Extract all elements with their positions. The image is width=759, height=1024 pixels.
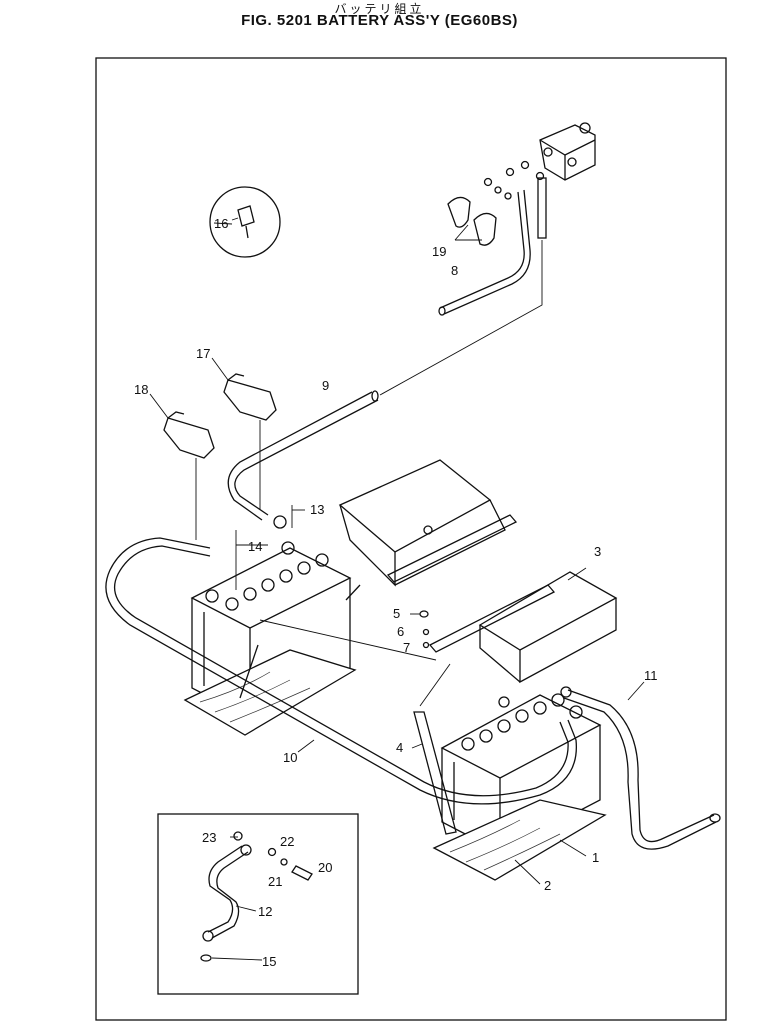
switch-terminal-hardware: [483, 160, 545, 200]
callout-7: 7: [403, 640, 410, 655]
battery-tray-right: [432, 799, 607, 881]
callout-2: 2: [544, 878, 551, 893]
japanese-title: バッテリ組立: [334, 2, 425, 16]
cable-10: [105, 537, 577, 805]
battery-switch: [539, 122, 596, 181]
figure-frame: [95, 57, 727, 1021]
callout-8: 8: [451, 263, 458, 278]
leader-dash: [259, 619, 437, 661]
callout-10: 10: [283, 750, 297, 765]
terminal-boot-19a: [447, 196, 471, 228]
callout-6: 6: [397, 624, 404, 639]
terminal-cover-17: [211, 357, 277, 421]
callout-4: 4: [396, 740, 403, 755]
cable-9: [227, 177, 547, 529]
callout-11: 11: [644, 668, 658, 683]
inset-16: [209, 186, 281, 258]
hold-down-rod-4: [239, 584, 457, 835]
bracket-hardware: [410, 610, 430, 649]
callout-15: 15: [262, 954, 276, 969]
battery-left: [190, 541, 352, 720]
battery-cover-left: [338, 459, 518, 587]
callout-12: 12: [258, 904, 272, 919]
callout-19: 19: [432, 244, 446, 259]
callout-23: 23: [202, 830, 216, 845]
battery-tray-left: [183, 649, 357, 736]
callout-21: 21: [268, 874, 282, 889]
terminal-boot-19b: [473, 212, 497, 246]
cable-11: [560, 686, 721, 850]
callout-13: 13: [310, 502, 324, 517]
callout-20: 20: [318, 860, 332, 875]
leader-link: [419, 663, 451, 707]
callout-14: 14: [248, 539, 262, 554]
callout-leaders: [211, 222, 645, 961]
figure-title: FIG. 5201 BATTERY ASS'Y (EG60BS): [241, 12, 518, 29]
callout-3: 3: [594, 544, 601, 559]
callout-18: 18: [134, 382, 148, 397]
callout-22: 22: [280, 834, 294, 849]
callout-16: 16: [214, 216, 228, 231]
callout-17: 17: [196, 346, 210, 361]
battery-cover-3: [428, 571, 618, 684]
callout-5: 5: [393, 606, 400, 621]
terminal-cover-18: [149, 393, 215, 459]
callout-1: 1: [592, 850, 599, 865]
callout-9: 9: [322, 378, 329, 393]
inset-box-12: [157, 813, 359, 995]
cable-8: [438, 189, 531, 316]
